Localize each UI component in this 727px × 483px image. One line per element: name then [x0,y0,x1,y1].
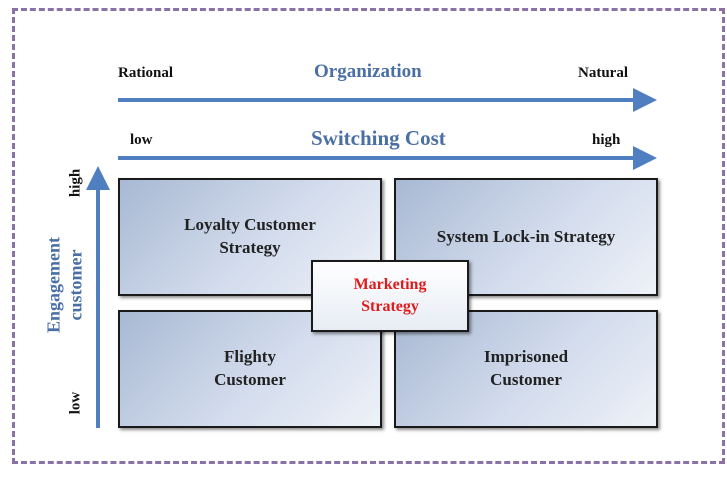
quadrant-label: Flighty Customer [214,347,286,389]
engagement-title-line1: Engagement [43,237,64,333]
organization-title: Organization [314,61,422,82]
engagement-low-label: low [67,391,84,415]
engagement-high-label: high [67,168,84,198]
organization-left-label: Rational [118,65,174,81]
switching-cost-right-label: high [592,132,621,148]
switching-cost-title: Switching Cost [311,126,446,150]
switching-cost-left-label: low [130,132,153,148]
quadrant-label: System Lock-in Strategy [436,226,616,246]
marketing-strategy-box: Marketing Strategy [311,260,469,332]
quadrant-label: Imprisoned Customer [483,347,569,389]
quadrant-label: Loyalty Customer Strategy [184,215,316,257]
quadrant-loyalty-customer-strategy: Loyalty Customer Strategy [118,178,382,296]
dashed-frame [12,8,725,464]
marketing-strategy-label: Marketing Strategy [353,276,427,315]
quadrant-imprisoned-customer: Imprisoned Customer [394,310,658,428]
organization-right-label: Natural [578,65,628,81]
engagement-title-line2: customer [65,249,86,321]
